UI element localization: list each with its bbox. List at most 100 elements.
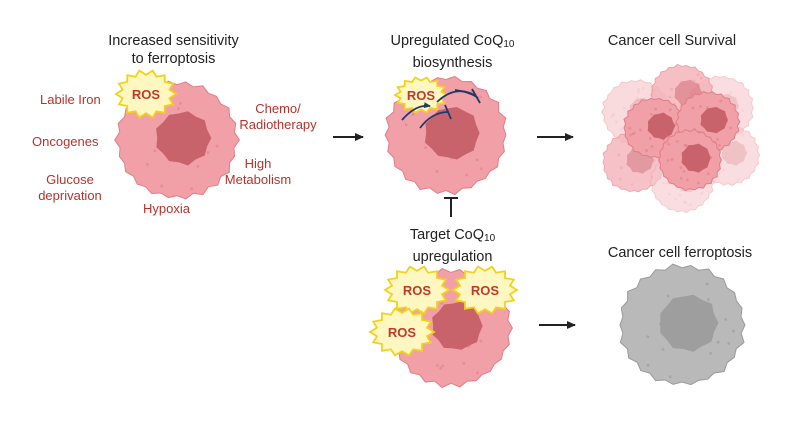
cell-vesicle <box>674 197 677 201</box>
cell-vesicle <box>670 87 673 91</box>
cell-vesicle <box>741 133 745 137</box>
cell-vesicle <box>441 364 445 368</box>
cell-vesicle <box>705 282 709 286</box>
cell-vesicle <box>718 144 721 147</box>
cell-vesicle <box>206 151 210 154</box>
cell-vesicle <box>153 149 157 153</box>
cell-vesicle <box>674 123 677 126</box>
coq10-inhibition-lines <box>401 88 481 129</box>
ros-burst: ROS <box>114 69 178 119</box>
cell-vesicle <box>699 105 702 108</box>
ros-burst: ROS <box>451 265 519 315</box>
cell-vesicle <box>465 173 469 177</box>
ros-label: ROS <box>403 283 432 298</box>
cell-vesicle <box>215 144 219 148</box>
ros-label: ROS <box>132 87 161 102</box>
cell-vesicle <box>709 351 713 355</box>
cell-vesicle <box>665 182 669 185</box>
cell-vesicle <box>670 158 674 161</box>
cell-vesicle <box>724 318 728 321</box>
cell-vesicle <box>707 172 710 176</box>
cell-vesicle <box>641 86 645 90</box>
cell-vesicle <box>684 143 688 147</box>
cell-vesicle <box>479 95 483 99</box>
cell-vesicle <box>439 366 443 370</box>
cell-vesicle <box>435 363 439 367</box>
cell-vesicle <box>160 184 164 188</box>
cell-vesicle <box>404 123 408 127</box>
cancer-cell-cluster <box>601 63 761 214</box>
cell-nucleus <box>681 143 711 173</box>
cell-nucleus <box>156 111 212 166</box>
cell-vesicle <box>683 200 686 204</box>
cell-nucleus <box>700 107 728 134</box>
cell-vesicle <box>617 153 621 157</box>
cell-vesicle <box>685 178 689 182</box>
ros-label: ROS <box>471 283 500 298</box>
cell-nucleus <box>647 112 676 140</box>
factor-hypoxia: Hypoxia <box>143 201 190 216</box>
cell-vesicle <box>706 298 710 301</box>
cell-vesicle <box>475 158 479 162</box>
cell-vesicle <box>684 201 688 205</box>
cell-vesicle <box>649 112 653 116</box>
cell-vesicle <box>615 120 618 124</box>
cell-vesicle <box>177 107 180 110</box>
cell-vesicle <box>661 348 665 351</box>
cell-vesicle <box>628 127 632 130</box>
ferroptotic-dead-cell <box>619 263 746 386</box>
cell-vesicle <box>424 146 428 149</box>
cell-vesicle <box>666 294 670 298</box>
cell-vesicle <box>696 73 700 77</box>
cell-vesicle <box>629 133 632 137</box>
cell-vesicle <box>630 183 634 187</box>
cell-vesicle <box>637 90 640 94</box>
burst-star <box>451 265 519 315</box>
cell-vesicle <box>741 109 744 113</box>
cell-vesicle <box>729 91 733 95</box>
cell-vesicle <box>619 166 623 170</box>
cell-vesicle <box>729 126 733 130</box>
cell-vesicle <box>675 140 679 143</box>
factor-oncogenes: Oncogenes <box>32 134 99 149</box>
cell-vesicle <box>688 203 692 207</box>
cell-vesicle <box>620 127 623 131</box>
cell-vesicle <box>648 137 652 140</box>
cell-vesicle <box>411 113 415 116</box>
cell-vesicle <box>646 363 650 367</box>
cancer-cell-survival-label: Cancer cell Survival <box>607 33 737 49</box>
cell-vesicle <box>462 362 466 365</box>
cell-vesicle <box>612 113 616 117</box>
ros-burst: ROS <box>383 265 451 315</box>
cell-vesicle <box>440 301 444 305</box>
cell-vesicle <box>727 342 731 345</box>
cell-vesicle <box>716 138 719 141</box>
cell-vesicle <box>682 169 686 173</box>
cell-vesicle <box>435 170 439 173</box>
cell-vesicle <box>700 192 704 195</box>
cell-vesicle <box>705 106 709 109</box>
factor-chemo-radiotherapy: Chemo/ Radiotherapy <box>239 101 317 132</box>
burst-star <box>383 265 451 315</box>
cell-vesicle <box>639 128 642 132</box>
cell-vesicle <box>479 339 483 343</box>
cell-vesicle <box>679 176 683 180</box>
cell-vesicle <box>716 340 720 344</box>
cell-vesicle <box>668 375 672 379</box>
cell-vesicle <box>667 142 671 146</box>
cell-vesicle <box>662 181 666 185</box>
cell-nucleus <box>721 140 748 166</box>
factor-labile-iron: Labile Iron <box>40 92 101 107</box>
cell-vesicle <box>146 162 149 166</box>
cell-vesicle <box>666 159 670 162</box>
ros-label: ROS <box>388 325 417 340</box>
cell-vesicle <box>654 107 658 111</box>
increased-sensitivity-label: Increased sensitivity to ferroptosis <box>108 33 239 67</box>
cell-vesicle <box>646 335 650 339</box>
cell-vesicle <box>696 181 700 185</box>
cell-vesicle <box>645 149 648 152</box>
cell-vesicle <box>610 115 614 118</box>
cell-vesicle <box>667 192 671 196</box>
